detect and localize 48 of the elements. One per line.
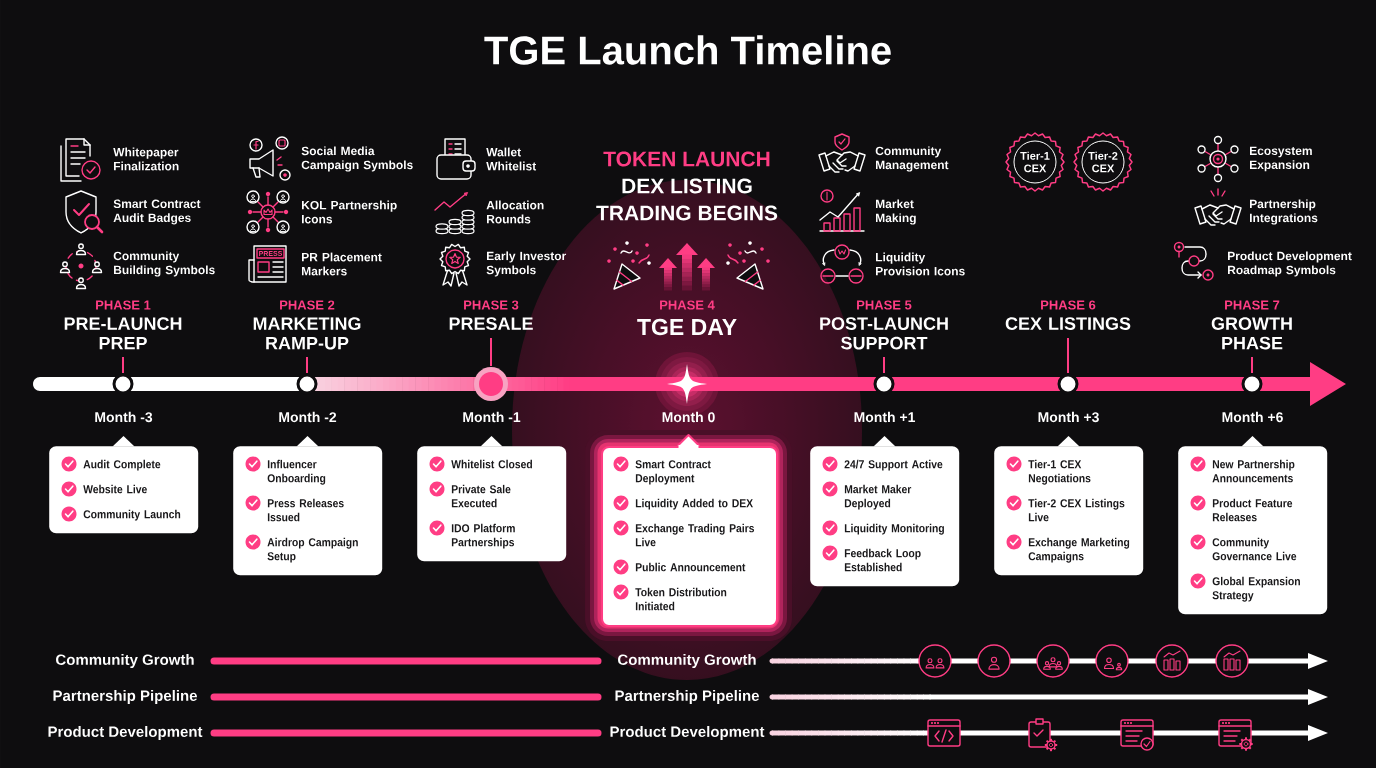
row-label: Community Growth: [618, 654, 756, 668]
phase-title: MARKETING RAMP-UP: [253, 317, 361, 350]
phase-number: PHASE 4: [660, 300, 715, 310]
phase-title: PRESALE: [449, 317, 533, 330]
phase-number: PHASE 5: [857, 300, 912, 310]
icon-caption: Market Making: [876, 199, 916, 225]
month-label: Month -3: [95, 411, 153, 423]
phase-title: CEX LISTINGS: [1005, 317, 1131, 330]
phase-number: PHASE 2: [280, 300, 335, 310]
icon-caption: PR Placement Markers: [302, 252, 382, 276]
icon-caption: KOL Partnership Icons: [302, 200, 397, 224]
row-label: Partnership Pipeline: [615, 690, 759, 704]
icon-caption: Product Development Roadmap Symbols: [1228, 251, 1352, 277]
month-label: Month +1: [854, 411, 916, 423]
icon-caption: Social Media Campaign Symbols: [301, 146, 413, 172]
launch-headline: TOKEN LAUNCH: [603, 151, 770, 167]
row-label: Partnership Pipeline: [53, 690, 197, 704]
month-label: Month -1: [463, 411, 521, 423]
icon-caption: Liquidity Provision Icons: [876, 252, 965, 276]
icon-caption: Community Building Symbols: [113, 251, 215, 277]
phase-number: PHASE 1: [96, 300, 151, 310]
tier-badge: Tier-1 CEX: [1005, 132, 1065, 192]
row-label: Product Development: [610, 726, 765, 740]
month-label: Month 0: [662, 411, 715, 423]
phase-number: PHASE 3: [464, 300, 519, 310]
icon-caption: Allocation Rounds: [486, 200, 544, 224]
phase-title: GROWTH PHASE: [1211, 317, 1292, 350]
icon-caption: Partnership Integrations: [1250, 199, 1318, 225]
row-label: Product Development: [48, 726, 203, 740]
phase-title: PRE-LAUNCH PREP: [64, 317, 182, 350]
phase-title: POST-LAUNCH SUPPORT: [820, 317, 948, 350]
row-label: Community Growth: [56, 654, 194, 668]
icon-caption: Whitepaper Finalization: [113, 147, 179, 171]
icon-caption: Wallet Whitelist: [486, 147, 537, 171]
icon-caption: Community Management: [875, 146, 949, 172]
month-label: Month +3: [1038, 411, 1099, 423]
phase-number: PHASE 6: [1041, 300, 1096, 310]
launch-headline: TRADING BEGINS: [596, 205, 778, 221]
month-label: Month -2: [279, 411, 337, 423]
launch-headline: DEX LISTING: [622, 178, 752, 194]
phase-number: PHASE 7: [1225, 300, 1280, 310]
icon-caption: Smart Contract Audit Badges: [113, 199, 201, 225]
phase-title: TGE DAY: [637, 318, 737, 336]
icon-caption: Ecosystem Expansion: [1250, 146, 1312, 172]
icon-caption: Early Investor Symbols: [486, 251, 567, 277]
title: TGE Launch Timeline: [484, 35, 891, 65]
month-label: Month +6: [1222, 411, 1283, 423]
tier-badge: Tier-2 CEX: [1073, 132, 1133, 192]
